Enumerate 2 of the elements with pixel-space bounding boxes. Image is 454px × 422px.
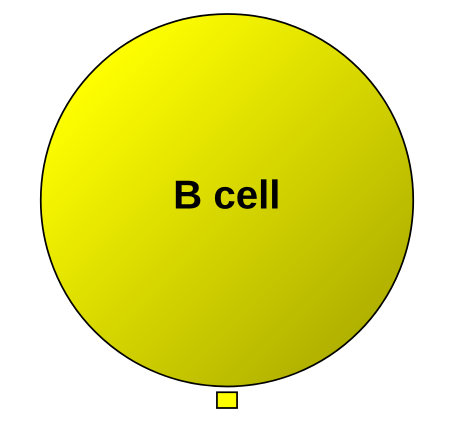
node-circle: B cell [40, 13, 414, 388]
node-box [216, 391, 238, 409]
